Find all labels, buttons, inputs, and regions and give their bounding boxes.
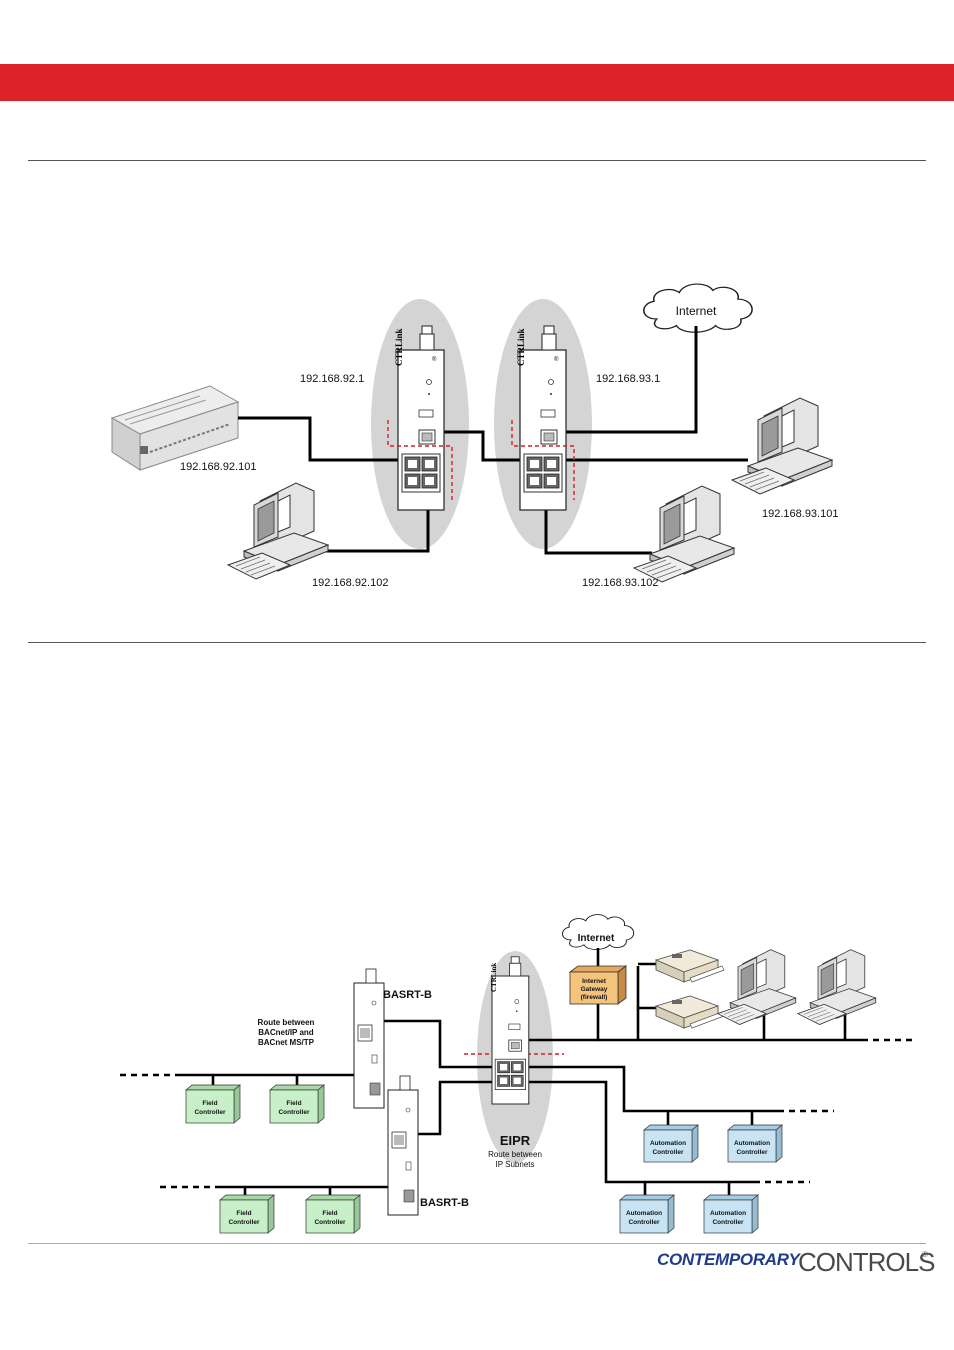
pc-icon: [797, 949, 877, 1025]
router2-device: [519, 325, 567, 511]
controller-device-icon: [110, 385, 240, 471]
company-logo: CONTEMPORARY CONTROLS ®: [652, 1247, 935, 1286]
automation-controller-box: [643, 1124, 699, 1163]
logo-reg-mark: ®: [922, 1250, 928, 1259]
ip-pc-right-bottom: 192.168.93.102: [582, 577, 658, 589]
automation-controller-label: Controller: [712, 1219, 744, 1226]
route-note-line2: BACnet/IP and: [258, 1028, 314, 1037]
field-controller-label: Controller: [228, 1219, 260, 1226]
automation-controller-label: Controller: [628, 1219, 660, 1226]
automation-controller-label: Controller: [736, 1149, 768, 1156]
ip-router1: 192.168.92.1: [300, 373, 364, 385]
route-note-line1: Route between: [258, 1018, 315, 1027]
field-controller-label: Field: [322, 1210, 337, 1217]
automation-controller-label: Controller: [652, 1149, 684, 1156]
ip-pc-right-top: 192.168.93.101: [762, 508, 838, 520]
pc-right-top-icon: [731, 397, 833, 495]
eipr-note-line2: IP Subnets: [496, 1160, 535, 1169]
diagram2-bus-continuations: [120, 1038, 912, 1189]
field-controller-box: [305, 1194, 361, 1234]
automation-controller-label: Automation: [650, 1140, 686, 1147]
basrt-bottom-device-shape: [387, 1075, 419, 1216]
basrt-bottom-label: BASRT-B: [420, 1197, 469, 1209]
gateway-line3: (firewall): [581, 994, 608, 1001]
basrt-top-device-shape: [353, 968, 385, 1109]
internet-gateway-box: [568, 965, 628, 1005]
field-controller-label: Field: [236, 1210, 251, 1217]
logo-text-part2: CONTROLS: [798, 1247, 935, 1277]
gateway-line1: Internet: [582, 978, 607, 985]
field-controller-box: [219, 1194, 275, 1234]
eipr-note-line1: Route between: [488, 1150, 542, 1159]
router1-brand: CTRLink: [394, 328, 404, 366]
basrt-top-label: BASRT-B: [383, 989, 432, 1001]
router1-device: [397, 325, 445, 511]
header-bar: [0, 64, 954, 101]
automation-controller-label: Automation: [710, 1210, 746, 1217]
automation-controller-box: [727, 1124, 783, 1163]
automation-controller-box: [703, 1194, 759, 1234]
section-rule-bottom: [28, 1243, 926, 1244]
ip-router2: 192.168.93.1: [596, 373, 660, 385]
section-rule-middle: [28, 642, 926, 643]
section-rule-top: [28, 160, 926, 161]
route-note-line3: BACnet MS/TP: [258, 1038, 315, 1047]
pc-right-bottom-icon: [633, 485, 735, 583]
router2-brand: CTRLink: [516, 328, 526, 366]
printer-icon: [654, 995, 725, 1029]
automation-controller-box: [619, 1194, 675, 1234]
field-controller-label: Controller: [314, 1219, 346, 1226]
ip-controller: 192.168.92.101: [180, 461, 256, 473]
ip-pc-left: 192.168.92.102: [312, 577, 388, 589]
cloud-label: Internet: [676, 304, 717, 318]
router1-reg-mark: ®: [432, 356, 437, 363]
logo-text-part1: CONTEMPORARY: [657, 1250, 800, 1269]
subnet-boundaries: [387, 420, 575, 500]
cloud-label-2: Internet: [578, 933, 615, 944]
eipr-brand: CTRLink: [490, 963, 498, 992]
automation-controller-label: Automation: [626, 1210, 662, 1217]
field-controller-box: [269, 1084, 325, 1124]
field-controller-label: Controller: [278, 1109, 310, 1116]
field-controller-label: Field: [202, 1100, 217, 1107]
router2-reg-mark: ®: [554, 356, 559, 363]
eipr-title: EIPR: [500, 1133, 531, 1148]
printer-icon: [654, 949, 725, 983]
field-controller-box: [185, 1084, 241, 1124]
gateway-line2: Gateway: [581, 986, 608, 993]
pc-left-icon: [227, 482, 329, 580]
field-controller-label: Field: [286, 1100, 301, 1107]
automation-controller-label: Automation: [734, 1140, 770, 1147]
pc-icon: [717, 949, 797, 1025]
field-controller-label: Controller: [194, 1109, 226, 1116]
